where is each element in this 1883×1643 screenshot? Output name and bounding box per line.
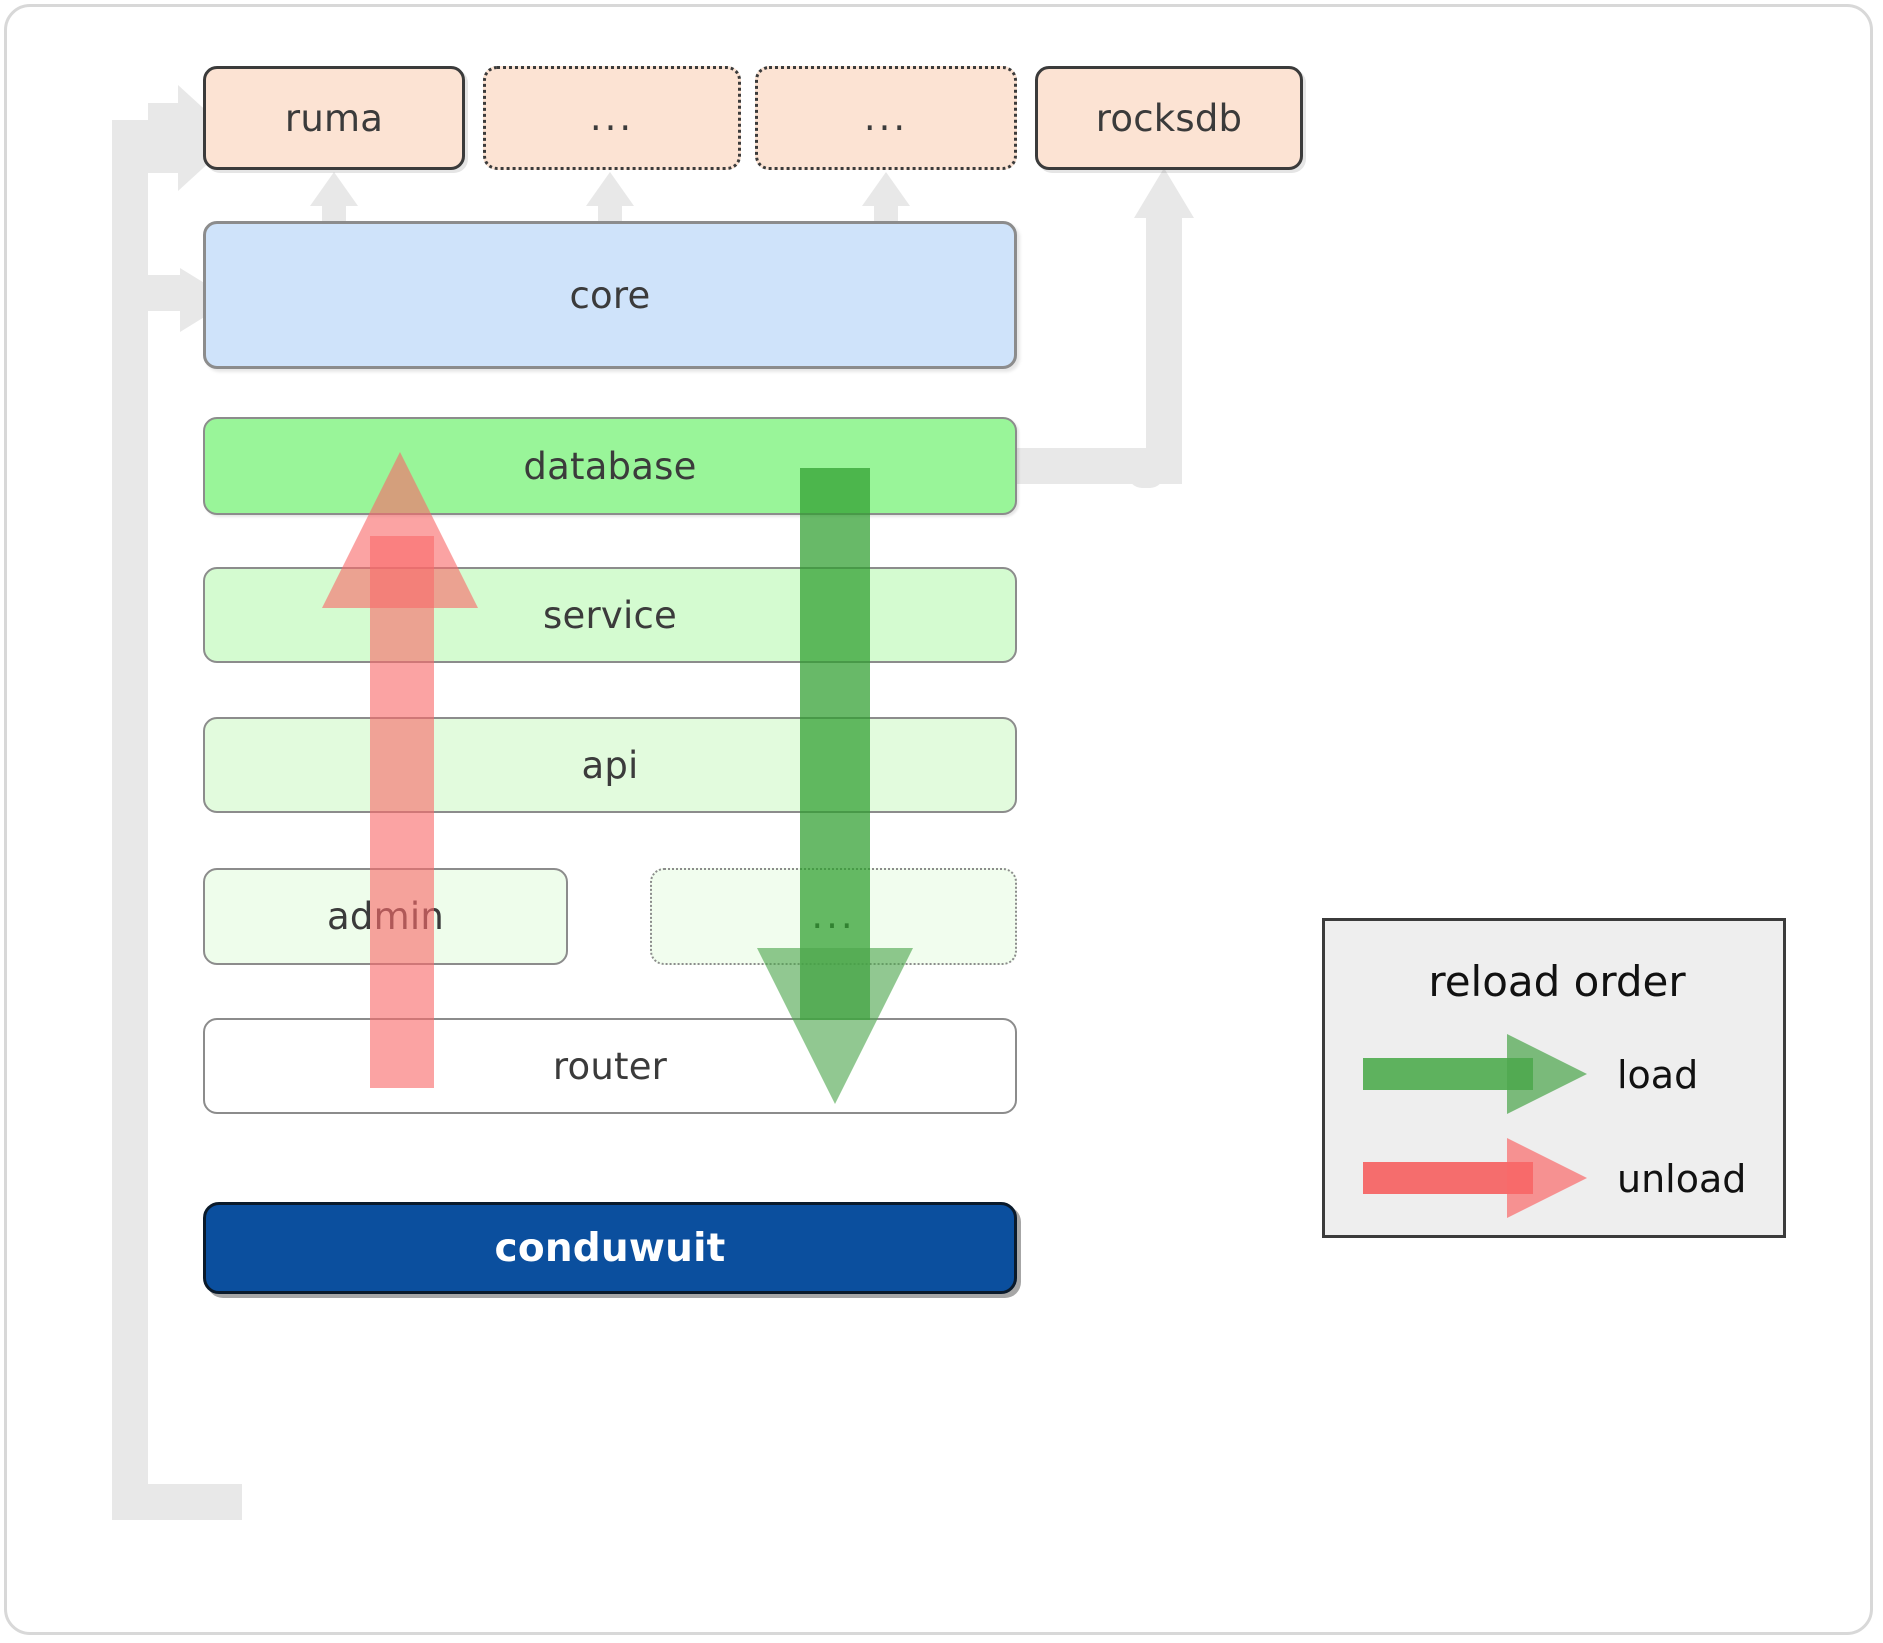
layer-box-database[interactable]: database <box>203 417 1017 515</box>
legend-unload-arrow-icon <box>1363 1138 1587 1218</box>
legend-load-arrow-icon <box>1363 1034 1587 1114</box>
legend-label-unload: unload <box>1617 1157 1747 1201</box>
layer-label-database: database <box>523 444 697 488</box>
module-box-ruma[interactable]: ruma <box>203 66 465 170</box>
module-box-ellipsis-2[interactable]: ... <box>755 66 1017 170</box>
root-label-conduwuit: conduwuit <box>494 1225 726 1271</box>
module-label-ellipsis-2: ... <box>863 95 909 139</box>
layer-label-admin: admin <box>327 895 444 938</box>
module-box-rocksdb[interactable]: rocksdb <box>1035 66 1303 170</box>
module-label-rocksdb: rocksdb <box>1095 96 1243 140</box>
layer-label-service: service <box>543 593 677 637</box>
layer-box-router[interactable]: router <box>203 1018 1017 1114</box>
module-box-ellipsis-1[interactable]: ... <box>483 66 741 170</box>
layer-box-ellipsis-3[interactable]: ... <box>650 868 1017 965</box>
module-label-ellipsis-1: ... <box>589 95 635 139</box>
layer-box-core[interactable]: core <box>203 221 1017 369</box>
legend-panel: reload order load unload <box>1322 918 1786 1238</box>
layer-label-core: core <box>569 273 651 317</box>
layer-label-api: api <box>581 743 639 787</box>
layer-box-admin[interactable]: admin <box>203 868 568 965</box>
layer-box-api[interactable]: api <box>203 717 1017 813</box>
legend-title: reload order <box>1428 957 1686 1006</box>
legend-arrow-icons <box>1363 1034 1587 1218</box>
legend-label-load: load <box>1617 1053 1699 1097</box>
layer-label-ellipsis-3: ... <box>811 894 856 938</box>
layer-box-service[interactable]: service <box>203 567 1017 663</box>
layer-label-router: router <box>552 1044 668 1088</box>
module-label-ruma: ruma <box>284 96 384 140</box>
root-box-conduwuit[interactable]: conduwuit <box>203 1202 1017 1294</box>
